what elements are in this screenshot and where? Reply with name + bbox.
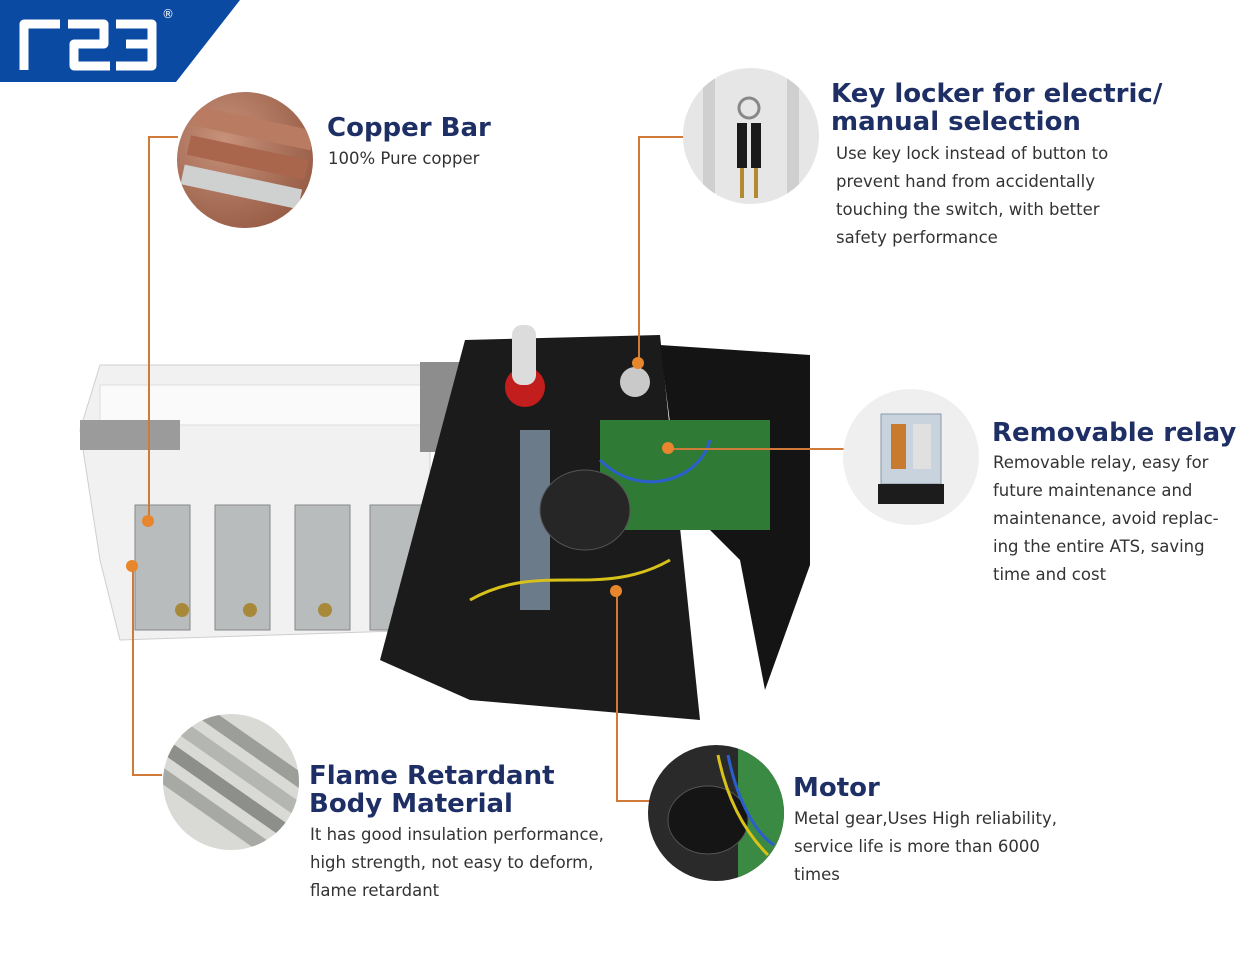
connector-flame-h [132, 774, 162, 776]
relay-image [843, 389, 979, 525]
motor-title: Motor [793, 773, 880, 803]
relay-desc-line: future maintenance and [993, 481, 1193, 500]
relay-desc-line: maintenance, avoid replac- [993, 509, 1219, 528]
copper-bar-image [177, 92, 313, 228]
copper-bar-title: Copper Bar [327, 113, 491, 143]
key-locker-desc-line: safety performance [836, 228, 998, 247]
marker-relay-dot [662, 442, 674, 454]
motor-desc-line: times [794, 865, 840, 884]
marker-motor-dot [610, 585, 622, 597]
key-locker-image [683, 68, 819, 204]
key-locker-desc: Use key lock instead of button to preven… [836, 140, 1108, 252]
connector-key-v [638, 136, 640, 366]
flame-desc-line: flame retardant [310, 881, 440, 900]
key-locker-title-line1: Key locker for electric/ [831, 79, 1163, 109]
key-locker-desc-line: prevent hand from accidentally [836, 172, 1095, 191]
brand-logo: ® [0, 0, 240, 82]
flame-title-line1: Flame Retardant [309, 761, 555, 791]
connector-relay-h [668, 448, 846, 450]
flame-title-line2: Body Material [309, 789, 513, 819]
connector-flame-v [132, 566, 134, 774]
marker-key-dot [632, 357, 644, 369]
marker-flame-dot [126, 560, 138, 572]
connector-motor-v [616, 591, 618, 800]
copper-bar-desc: 100% Pure copper [328, 149, 480, 168]
flame-desc-line: high strength, not easy to deform, [310, 853, 594, 872]
flame-desc: It has good insulation performance, high… [310, 821, 604, 905]
key-locker-desc-line: touching the switch, with better [836, 200, 1100, 219]
motor-image [648, 745, 784, 881]
connector-copper-v [148, 136, 150, 521]
ats-product-image [79, 325, 810, 720]
motor-desc-line: Metal gear,Uses High reliability, [794, 809, 1057, 828]
relay-title: Removable relay [992, 418, 1237, 448]
marker-copper-dot [142, 515, 154, 527]
key-locker-desc-line: Use key lock instead of button to [836, 144, 1109, 163]
motor-desc-line: service life is more than 6000 [794, 837, 1040, 856]
flame-material-image [163, 714, 299, 850]
relay-desc-line: time and cost [993, 565, 1107, 584]
motor-desc: Metal gear,Uses High reliability, servic… [794, 805, 1057, 889]
relay-desc-line: Removable relay, easy for [993, 453, 1209, 472]
flame-desc-line: It has good insulation performance, [310, 825, 604, 844]
connector-key-h [638, 136, 686, 138]
relay-desc-line: ing the entire ATS, saving [993, 537, 1205, 556]
key-locker-title-line2: manual selection [831, 107, 1081, 137]
registered-mark: ® [162, 7, 174, 21]
connector-motor-h [616, 800, 651, 802]
relay-desc: Removable relay, easy for future mainten… [993, 449, 1219, 589]
connector-copper-h [148, 136, 178, 138]
